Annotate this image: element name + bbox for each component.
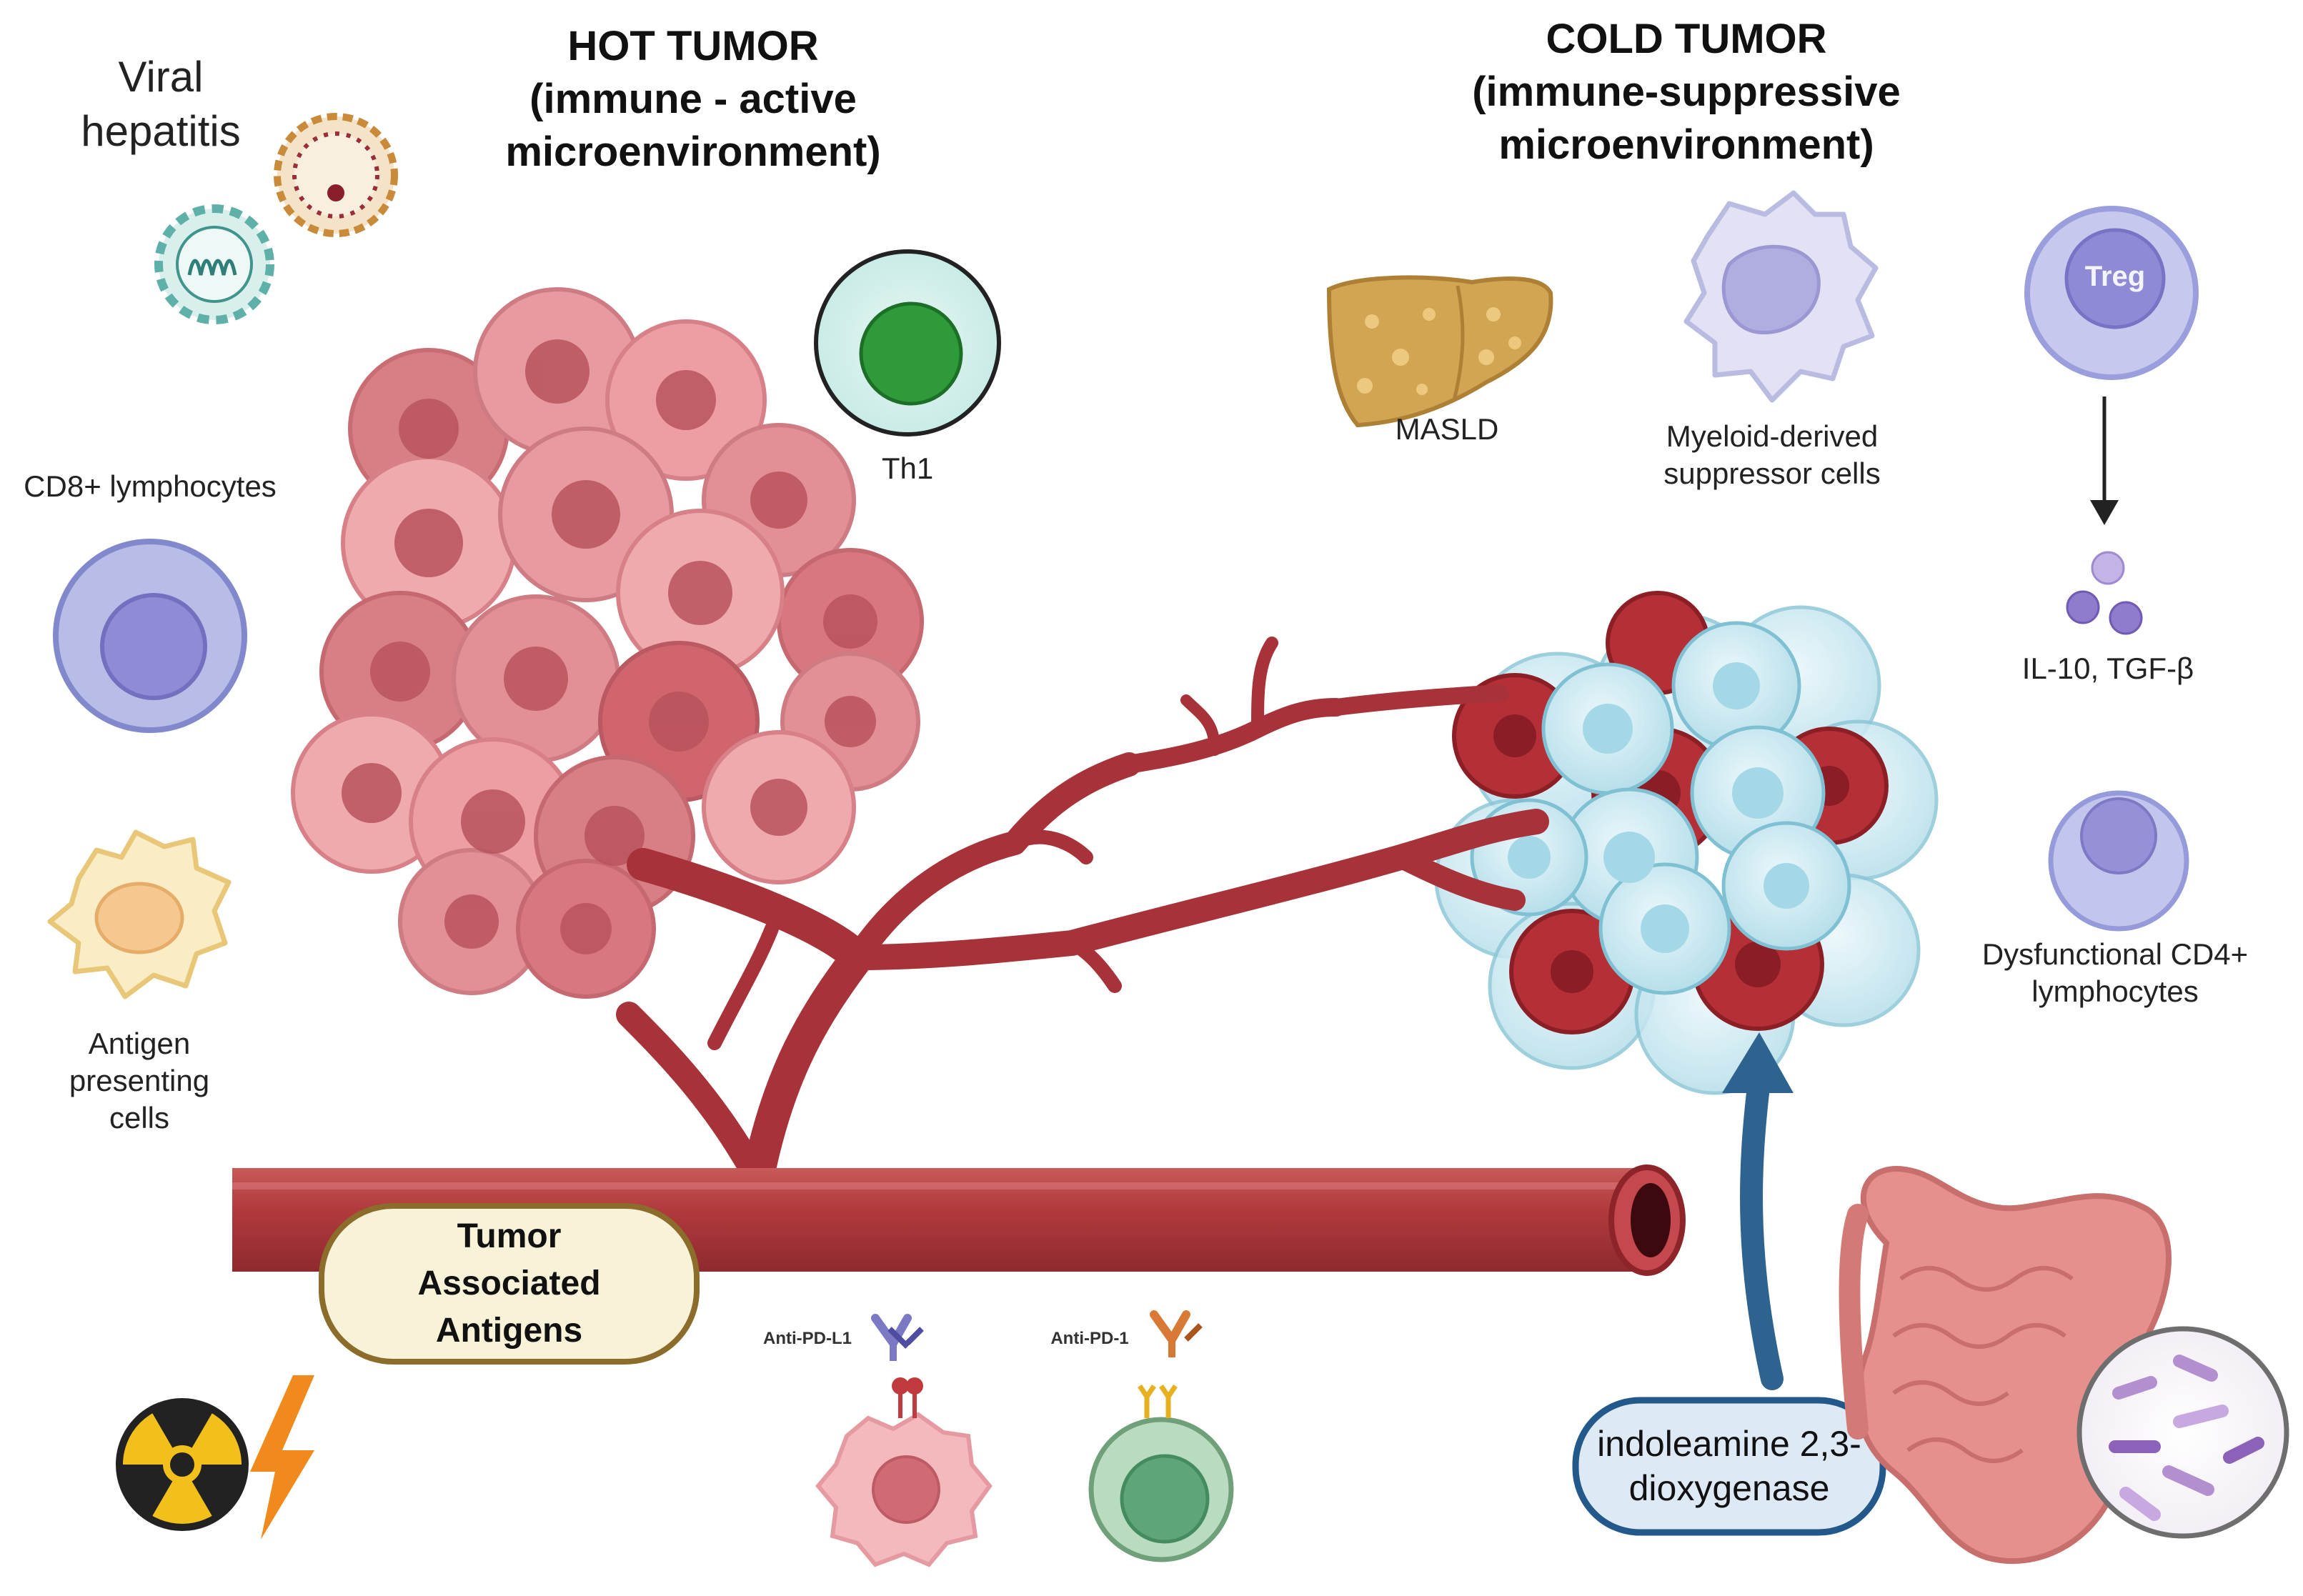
- cold-tumor-subtitle-line: microenvironment): [1498, 121, 1874, 168]
- hot-tumor-subtitle-line: microenvironment): [505, 129, 881, 175]
- ido-label-line: indoleamine 2,3-: [1597, 1424, 1861, 1464]
- apc-label-line: presenting: [69, 1064, 210, 1097]
- cold-tumor-title-line: COLD TUMOR: [1546, 16, 1827, 62]
- th1-cell-icon: [814, 249, 1001, 437]
- liver-icon: [1326, 275, 1553, 428]
- taa-label-line: Tumor: [457, 1217, 562, 1255]
- cd4-label-line: lymphocytes: [2031, 974, 2199, 1008]
- viral-hepatitis-label: Viral hepatitis: [43, 50, 279, 159]
- microbiota-magnifier-icon: [2076, 1326, 2289, 1539]
- cold-tumor-subtitle-line: (immune-suppressive: [1472, 69, 1901, 115]
- lightning-icon: [250, 1375, 314, 1540]
- cd4-label: Dysfunctional CD4+ lymphocytes: [1929, 936, 2301, 1010]
- th1-label: Th1: [881, 452, 934, 485]
- cd8-label: CD8+ lymphocytes: [24, 469, 277, 503]
- taa-label-line: Antigens: [435, 1312, 583, 1350]
- apc-label-line: cells: [109, 1101, 170, 1134]
- radiation-icon: [116, 1398, 249, 1531]
- hepatitis-virus-icon: [154, 113, 398, 324]
- myeloid-derived-suppressor-cell-icon: [1683, 190, 1879, 403]
- antigen-presenting-cell-icon: [47, 829, 232, 999]
- anti-pd1-label: Anti-PD-1: [1050, 1329, 1129, 1348]
- viral-hepatitis-label-line: Viral: [118, 53, 204, 101]
- mdsc-label-line: suppressor cells: [1663, 457, 1881, 490]
- viral-hepatitis-label-line: hepatitis: [81, 107, 241, 155]
- hot-tumor-subtitle-line: (immune - active: [529, 76, 857, 122]
- pdl1-tumor-cell-icon: [815, 1377, 993, 1567]
- tumor-associated-antigens-box: [319, 1203, 700, 1365]
- cytokine-label: IL-10, TGF-β: [2021, 652, 2194, 685]
- apc-label-line: Antigen: [88, 1027, 191, 1060]
- cold-tumor-cluster-icon: [1434, 591, 1939, 1095]
- treg-arrow: [2090, 396, 2119, 525]
- cytokine-icon: [2066, 551, 2143, 635]
- mdsc-label: Myeloid-derived suppressor cells: [1622, 418, 1922, 492]
- hot-tumor-title-line: HOT TUMOR: [567, 23, 819, 69]
- mdsc-label-line: Myeloid-derived: [1666, 419, 1879, 453]
- apc-label: Antigen presenting cells: [36, 1025, 243, 1137]
- hot-tumor-cluster-icon: [291, 287, 924, 999]
- ido-label: indoleamine 2,3- dioxygenase: [1576, 1422, 1883, 1510]
- treg-label: Treg: [2084, 261, 2146, 292]
- hot-tumor-title: HOT TUMOR (immune - active microenvironm…: [493, 20, 893, 179]
- ido-label-line: dioxygenase: [1628, 1468, 1830, 1508]
- anti-pdl1-label: Anti-PD-L1: [763, 1329, 852, 1348]
- pd1-t-cell-icon: [1088, 1385, 1234, 1562]
- anti-pd1-antibody-icon: [1150, 1310, 1203, 1357]
- ido-box: [1572, 1397, 1886, 1536]
- cd8-lymphocyte-icon: [53, 539, 247, 733]
- cd4-lymphocyte-icon: [2048, 790, 2189, 932]
- cold-tumor-title: COLD TUMOR (immune-suppressive microenvi…: [1436, 13, 1936, 171]
- tumor-associated-antigens-label: Tumor Associated Antigens: [322, 1213, 697, 1355]
- cd4-label-line: Dysfunctional CD4+: [1981, 937, 2249, 971]
- treg-cell-icon: [2024, 206, 2199, 380]
- anti-pdl1-antibody-icon: [871, 1314, 924, 1361]
- taa-label-line: Associated: [417, 1265, 601, 1302]
- ido-arrow: [1722, 1032, 1794, 1390]
- masld-label: MASLD: [1395, 412, 1499, 446]
